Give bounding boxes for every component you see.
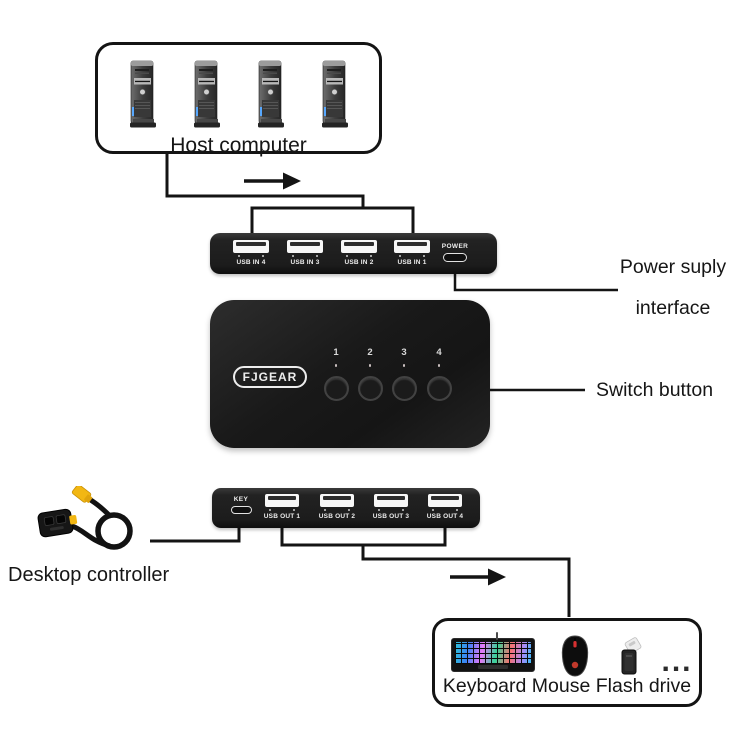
usb-out-port-2-label: USB OUT 2 — [318, 512, 356, 520]
power-supply-annotation-line2: interface — [635, 297, 711, 319]
usb-c-port-icon — [230, 506, 252, 514]
switch-channel-4: 4 — [426, 347, 452, 401]
switch-button-annotation: Switch button — [596, 379, 714, 401]
usb-a-port-icon — [394, 240, 430, 253]
key-port: KEY — [225, 496, 257, 514]
peripherals-box: ... Keyboard Mouse Flash drive — [432, 618, 702, 707]
power-supply-annotation-line1: Power suply — [619, 256, 727, 278]
desktop-controller-annotation: Desktop controller — [8, 564, 170, 586]
usb-a-port-icon — [428, 494, 462, 507]
usb-in-bracket-line — [250, 206, 415, 234]
usb-a-port-icon — [287, 240, 323, 253]
usb-out-port-3-label: USB OUT 3 — [372, 512, 410, 520]
more-devices-ellipsis: ... — [661, 645, 693, 678]
host-computer-row — [128, 57, 350, 131]
kvm-switch-body: FJGEAR 1 2 3 4 — [210, 300, 490, 448]
mouse-icon — [561, 635, 589, 677]
usb-in-port-3: USB IN 3 — [287, 240, 323, 266]
peripherals-label: Keyboard Mouse Flash drive — [442, 675, 692, 697]
usb-out-port-1: USB OUT 1 — [263, 494, 301, 520]
channel-1-led — [334, 364, 338, 367]
usb-a-port-icon — [265, 494, 299, 507]
channel-1-number: 1 — [333, 347, 339, 358]
controller-to-key-line — [150, 528, 241, 543]
power-callout-line — [453, 274, 618, 292]
usb-plug-icon — [71, 486, 93, 503]
channel-3-number: 3 — [401, 347, 407, 358]
channel-4-number: 4 — [436, 347, 442, 358]
computer-tower-icon — [129, 60, 156, 128]
power-port: POWER — [437, 243, 473, 262]
usb-a-port-icon — [233, 240, 269, 253]
computer-tower-icon — [321, 60, 348, 128]
usb-out-port-4: USB OUT 4 — [426, 494, 464, 520]
flow-arrow-top-icon — [244, 172, 301, 190]
keyboard-icon — [451, 632, 535, 672]
channel-2-number: 2 — [367, 347, 373, 358]
usb-a-port-icon — [341, 240, 377, 253]
power-port-label: POWER — [441, 243, 469, 250]
usb-out-port-2: USB OUT 2 — [318, 494, 356, 520]
computer-tower-icon — [257, 60, 284, 128]
desktop-controller-icon — [37, 486, 133, 550]
channel-4-button — [426, 375, 452, 401]
usb-out-panel: KEY USB OUT 1 USB OUT 2 USB OUT 3 USB OU… — [212, 488, 480, 528]
usb-in-port-4-label: USB IN 4 — [236, 258, 266, 266]
host-computer-box: Host computer — [95, 42, 382, 157]
usb-in-panel: USB IN 4 USB IN 3 USB IN 2 USB IN 1 POWE… — [210, 233, 497, 274]
channel-1-button — [323, 375, 349, 401]
channel-2-led — [368, 364, 372, 367]
key-port-label: KEY — [233, 496, 249, 503]
usb-a-port-icon — [374, 494, 408, 507]
switch-channel-2: 2 — [357, 347, 383, 401]
flow-arrow-bottom-icon — [450, 568, 506, 586]
computer-tower-icon — [193, 60, 220, 128]
controller-body — [37, 508, 78, 538]
channel-3-button — [391, 375, 417, 401]
flash-drive-icon — [621, 637, 642, 675]
channel-2-button — [357, 375, 383, 401]
channel-3-led — [402, 364, 406, 367]
usb-in-port-1-label: USB IN 1 — [397, 258, 427, 266]
hub-to-peripherals-line — [361, 545, 571, 617]
usb-out-port-3: USB OUT 3 — [372, 494, 410, 520]
power-supply-annotation: Power suply interface — [598, 256, 748, 320]
usb-in-port-2-label: USB IN 2 — [344, 258, 374, 266]
host-to-hub-line — [165, 152, 365, 208]
usb-in-port-3-label: USB IN 3 — [290, 258, 320, 266]
channel-4-led — [437, 364, 441, 367]
flash-drive-cap — [624, 637, 642, 654]
switch-channel-3: 3 — [391, 347, 417, 401]
usb-c-port-icon — [443, 253, 467, 262]
usb-in-port-1: USB IN 1 — [394, 240, 430, 266]
brand-logo: FJGEAR — [233, 366, 307, 388]
usb-out-port-4-label: USB OUT 4 — [426, 512, 464, 520]
usb-in-port-2: USB IN 2 — [341, 240, 377, 266]
usb-a-port-icon — [320, 494, 354, 507]
host-computer-label: Host computer — [170, 134, 307, 157]
usb-out-bracket-line — [280, 528, 447, 547]
switch-channel-1: 1 — [323, 347, 349, 401]
usb-out-port-1-label: USB OUT 1 — [263, 512, 301, 520]
usb-in-port-4: USB IN 4 — [233, 240, 269, 266]
